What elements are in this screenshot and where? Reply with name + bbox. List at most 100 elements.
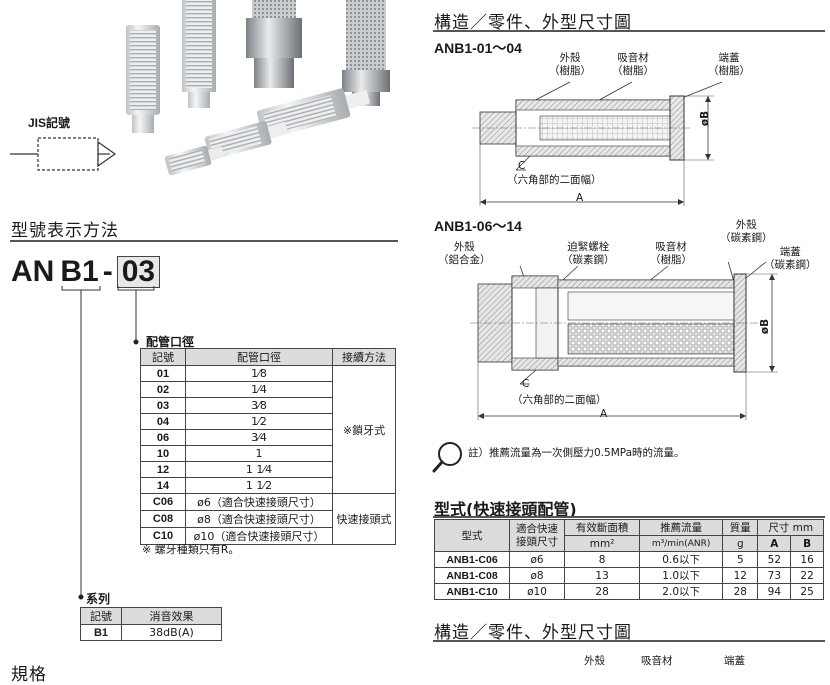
- port-size: 1⁄2: [185, 413, 333, 430]
- port-th-method: 接續方法: [332, 348, 396, 366]
- qt-th-flow-unit: m³/min(ANR): [639, 535, 724, 552]
- port-method-quick: 快速接頭式: [332, 493, 396, 545]
- port-table-title: 配管口徑: [146, 335, 195, 349]
- port-size: 1: [185, 445, 333, 462]
- construction-title-1: 構造／零件、外型尺寸圖: [434, 13, 632, 33]
- qt-th-mass: 質量: [722, 519, 759, 536]
- port-code: 01: [140, 365, 186, 382]
- port-size: 1⁄8: [185, 365, 333, 382]
- d2-bolt-label: 迫緊螺栓 （碳素鋼）: [562, 241, 615, 266]
- port-code: C08: [140, 510, 186, 528]
- qt-flow: 0.6以下: [639, 551, 724, 568]
- qt-area: 13: [563, 567, 641, 584]
- bottom-shell-label: 外殼: [584, 655, 605, 667]
- qt-a: 73: [757, 567, 792, 584]
- qt-th-model: 型式: [434, 519, 510, 552]
- qt-th-area-unit: mm²: [563, 535, 641, 552]
- port-code: 03: [140, 397, 186, 414]
- d1-cap-label: 端蓋 （樹脂）: [708, 52, 750, 77]
- d2-shell2-label: 外殼 （碳素鋼）: [720, 219, 773, 244]
- qt-mass: 28: [722, 583, 759, 600]
- qt-conn: ø10: [509, 583, 565, 600]
- port-size: ø6（適合快速接頭尺寸）: [185, 493, 333, 511]
- qt-a: 52: [757, 551, 792, 568]
- qt-th-a: A: [757, 535, 792, 552]
- port-code: 12: [140, 461, 186, 478]
- model-code-series: B1: [60, 255, 99, 288]
- diagram1-drawing: [472, 81, 723, 206]
- code-leaders: [61, 286, 155, 600]
- port-code: C10: [140, 527, 186, 545]
- d2-hex-label: （六角部的二面幅）: [512, 394, 607, 406]
- bottom-absorber-label: 吸音材: [641, 655, 673, 667]
- model-code-prefix: AN: [11, 255, 55, 288]
- flow-note: 註）推薦流量為一次側壓力0.5MPa時的流量。: [468, 447, 685, 459]
- port-th-code: 記號: [140, 348, 186, 366]
- series-table-title: 系列: [86, 592, 111, 606]
- port-size: 1 1⁄4: [185, 461, 333, 478]
- qt-area: 8: [563, 551, 641, 568]
- port-code: 02: [140, 381, 186, 398]
- magnifier-icon: [432, 442, 462, 473]
- jis-symbol-label: JIS記號: [28, 116, 71, 130]
- model-code-dash: -: [102, 255, 113, 288]
- d1-shell-label: 外殼 （樹脂）: [549, 52, 591, 77]
- d2-cap-label: 端蓋 （碳素鋼）: [764, 246, 817, 271]
- d2-shell1-label: 外殼 （鋁合金）: [438, 241, 491, 266]
- qt-b: 25: [790, 583, 824, 600]
- qt-a: 94: [757, 583, 792, 600]
- diagram2-drawing: [470, 262, 778, 420]
- qt-th-dim: 尺寸 mm: [757, 519, 824, 536]
- model-code: AN B1 - 03: [11, 254, 161, 290]
- d1-hex-label: （六角部的二面幅）: [507, 174, 602, 186]
- series-th-effect: 消音效果: [121, 607, 222, 625]
- port-size: 1 1⁄2: [185, 477, 333, 494]
- d2-absorber-label: 吸音材 （樹脂）: [650, 241, 692, 266]
- qt-conn: ø6: [509, 551, 565, 568]
- qt-th-flow: 推薦流量: [639, 519, 724, 536]
- series-effect: 38dB(A): [121, 624, 222, 641]
- port-method-thread: ※鎖牙式: [332, 365, 396, 494]
- table-row: 01 1⁄8 ※鎖牙式: [140, 365, 396, 494]
- divider: [433, 516, 825, 518]
- port-code: 04: [140, 413, 186, 430]
- port-code: 06: [140, 429, 186, 446]
- port-code: 10: [140, 445, 186, 462]
- series-code: B1: [80, 624, 122, 641]
- qt-mass: 12: [722, 567, 759, 584]
- port-size: ø10（適合快速接頭尺寸）: [185, 527, 333, 545]
- port-size: 3⁄8: [185, 397, 333, 414]
- qt-flow: 1.0以下: [639, 567, 724, 584]
- qt-model: ANB1-C10: [434, 583, 510, 600]
- d1-absorber-label: 吸音材 （樹脂）: [612, 52, 654, 77]
- divider: [433, 640, 825, 642]
- qt-th-conn: 適合快速接頭尺寸: [509, 519, 565, 552]
- qt-area: 28: [563, 583, 641, 600]
- qt-conn: ø8: [509, 567, 565, 584]
- table-row: C06 ø6（適合快速接頭尺寸） 快速接頭式: [140, 493, 396, 545]
- series-table: 記號 消音效果 B1 38dB(A): [80, 607, 222, 641]
- d2-c-label: C: [522, 378, 530, 390]
- d1-a-label: A: [576, 192, 584, 204]
- table-row: B1 38dB(A): [80, 624, 222, 641]
- qt-mass: 5: [722, 551, 759, 568]
- table-row: ANB1-C08 ø8 13 1.0以下 12 73 22: [434, 567, 824, 584]
- table-row: ANB1-C10 ø10 28 2.0以下 28 94 25: [434, 583, 824, 600]
- qt-b: 22: [790, 567, 824, 584]
- qt-th-mass-unit: g: [722, 535, 759, 552]
- model-section-title: 型號表示方法: [11, 221, 119, 241]
- series-th-code: 記號: [80, 607, 122, 625]
- qt-model: ANB1-C08: [434, 567, 510, 584]
- jis-symbol: [10, 137, 117, 171]
- divider: [433, 30, 825, 32]
- d1-c-label: C: [518, 160, 526, 172]
- construction-title-2: 構造／零件、外型尺寸圖: [434, 623, 632, 643]
- quick-table-title: 型式(快速接頭配管): [434, 500, 577, 519]
- bottom-cap-label: 端蓋: [724, 655, 745, 667]
- quick-table: 型式 適合快速接頭尺寸 有效斷面積 推薦流量 質量 尺寸 mm mm² m³/m…: [434, 519, 824, 600]
- port-code: C06: [140, 493, 186, 511]
- table-row: ANB1-C06 ø6 8 0.6以下 5 52 16: [434, 551, 824, 568]
